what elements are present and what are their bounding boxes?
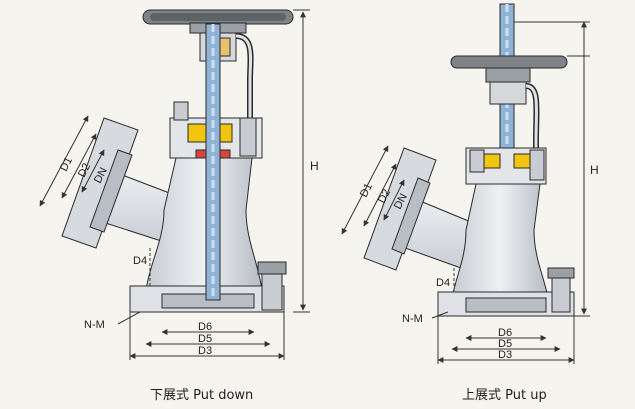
dim-label-D1-right: D1 (358, 181, 375, 199)
valve-body-left (129, 157, 287, 313)
dim-label-D2-left: D2 (76, 161, 93, 179)
handwheel-right (450, 55, 568, 105)
valve-body-right (437, 183, 575, 317)
dim-label-D5-left: D5 (198, 333, 212, 345)
valve-put-down: H D1 D2 DN D4 N-M D6 D5 D3 (39, 9, 319, 360)
bonnet-right (465, 147, 547, 185)
valve-put-up: H D1 D2 DN D4 N-M D6 D5 D3 (341, 3, 599, 364)
dim-label-D6-left: D6 (198, 321, 212, 333)
dim-label-D2-right: D2 (376, 187, 393, 205)
caption-put-down: 下展式 Put down (150, 388, 254, 403)
dim-label-D4-right: D4 (436, 277, 450, 289)
dim-label-H-left: H (310, 159, 319, 173)
dim-label-NM-left: N-M (84, 319, 105, 331)
dim-label-D4-left: D4 (133, 255, 147, 267)
dim-label-D5-right: D5 (498, 338, 512, 350)
dim-label-D3-right: D3 (498, 349, 512, 361)
dim-label-D1-left: D1 (58, 155, 75, 173)
dim-label-D6-right: D6 (498, 327, 512, 339)
dim-label-H-right: H (590, 163, 599, 177)
caption-put-up: 上展式 Put up (462, 388, 547, 403)
dim-label-NM-right: N-M (402, 313, 423, 325)
dim-label-D3-left: D3 (198, 345, 212, 357)
